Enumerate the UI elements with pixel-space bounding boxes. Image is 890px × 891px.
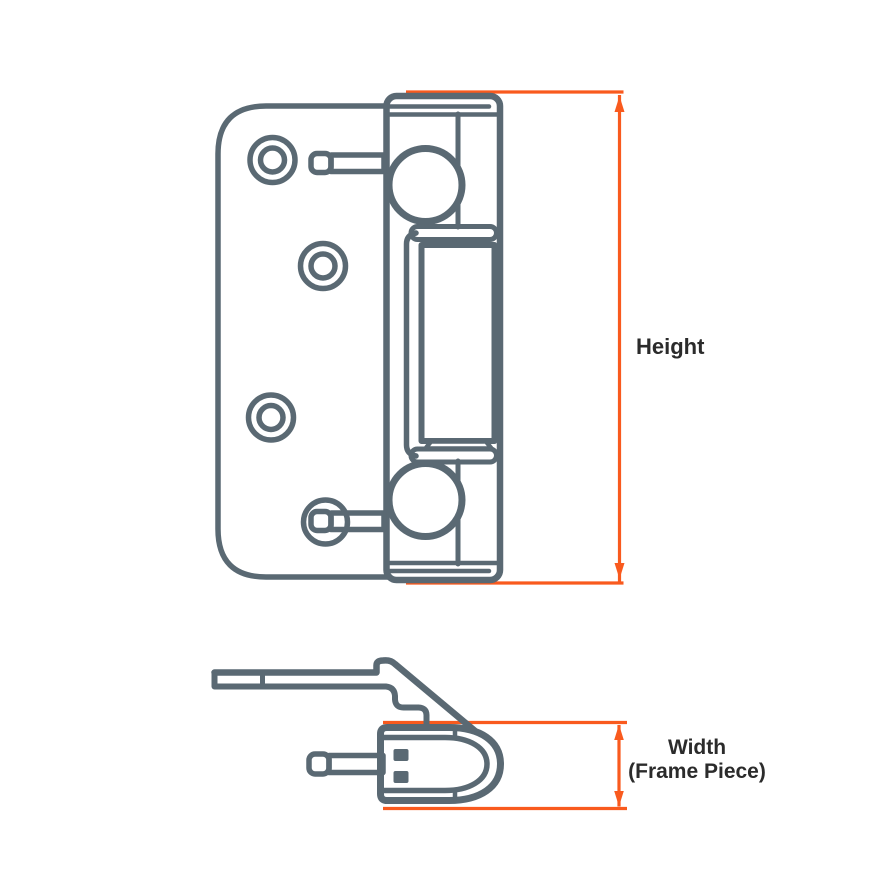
hinge-side-elevation-view	[215, 92, 504, 584]
leaf-arm-top-and-bend	[211, 657, 478, 734]
arrow-up-icon	[614, 96, 625, 112]
pin-hole	[300, 497, 351, 547]
mounting-pin-section	[306, 751, 386, 777]
hinge-knuckle-bottom	[385, 460, 466, 540]
hinge-leaf-plate	[215, 103, 393, 580]
channel-cap-lines	[386, 104, 500, 574]
arrow-down-icon	[614, 791, 624, 807]
leaf-arm-bottom-and-neck	[211, 669, 430, 729]
arrow-down-icon	[614, 563, 625, 579]
mounting-pin-top	[308, 150, 387, 176]
screw-hole	[245, 392, 297, 443]
screw-hole	[247, 134, 298, 186]
height-label: Height	[636, 334, 705, 359]
mounting-pin-bottom	[308, 508, 387, 534]
width-label-line1: Width	[667, 736, 727, 759]
frame-piece-section-view	[211, 657, 504, 804]
height-arrowheads	[614, 96, 625, 579]
frame-piece-outer-profile	[377, 724, 504, 804]
width-label-line2: (Frame Piece)	[628, 760, 766, 783]
spring-cartridge	[418, 242, 498, 444]
slot-square	[393, 771, 409, 783]
fastener-slots	[393, 749, 409, 783]
hinge-knuckle-top	[385, 145, 466, 225]
frame-piece-inner-profile	[381, 734, 490, 794]
retainer-band-bottom	[408, 446, 499, 465]
arrow-up-icon	[614, 724, 624, 740]
width-label: Width (Frame Piece)	[607, 736, 787, 784]
slot-square	[393, 749, 409, 761]
screw-hole	[297, 240, 349, 292]
width-arrowheads	[614, 724, 624, 807]
